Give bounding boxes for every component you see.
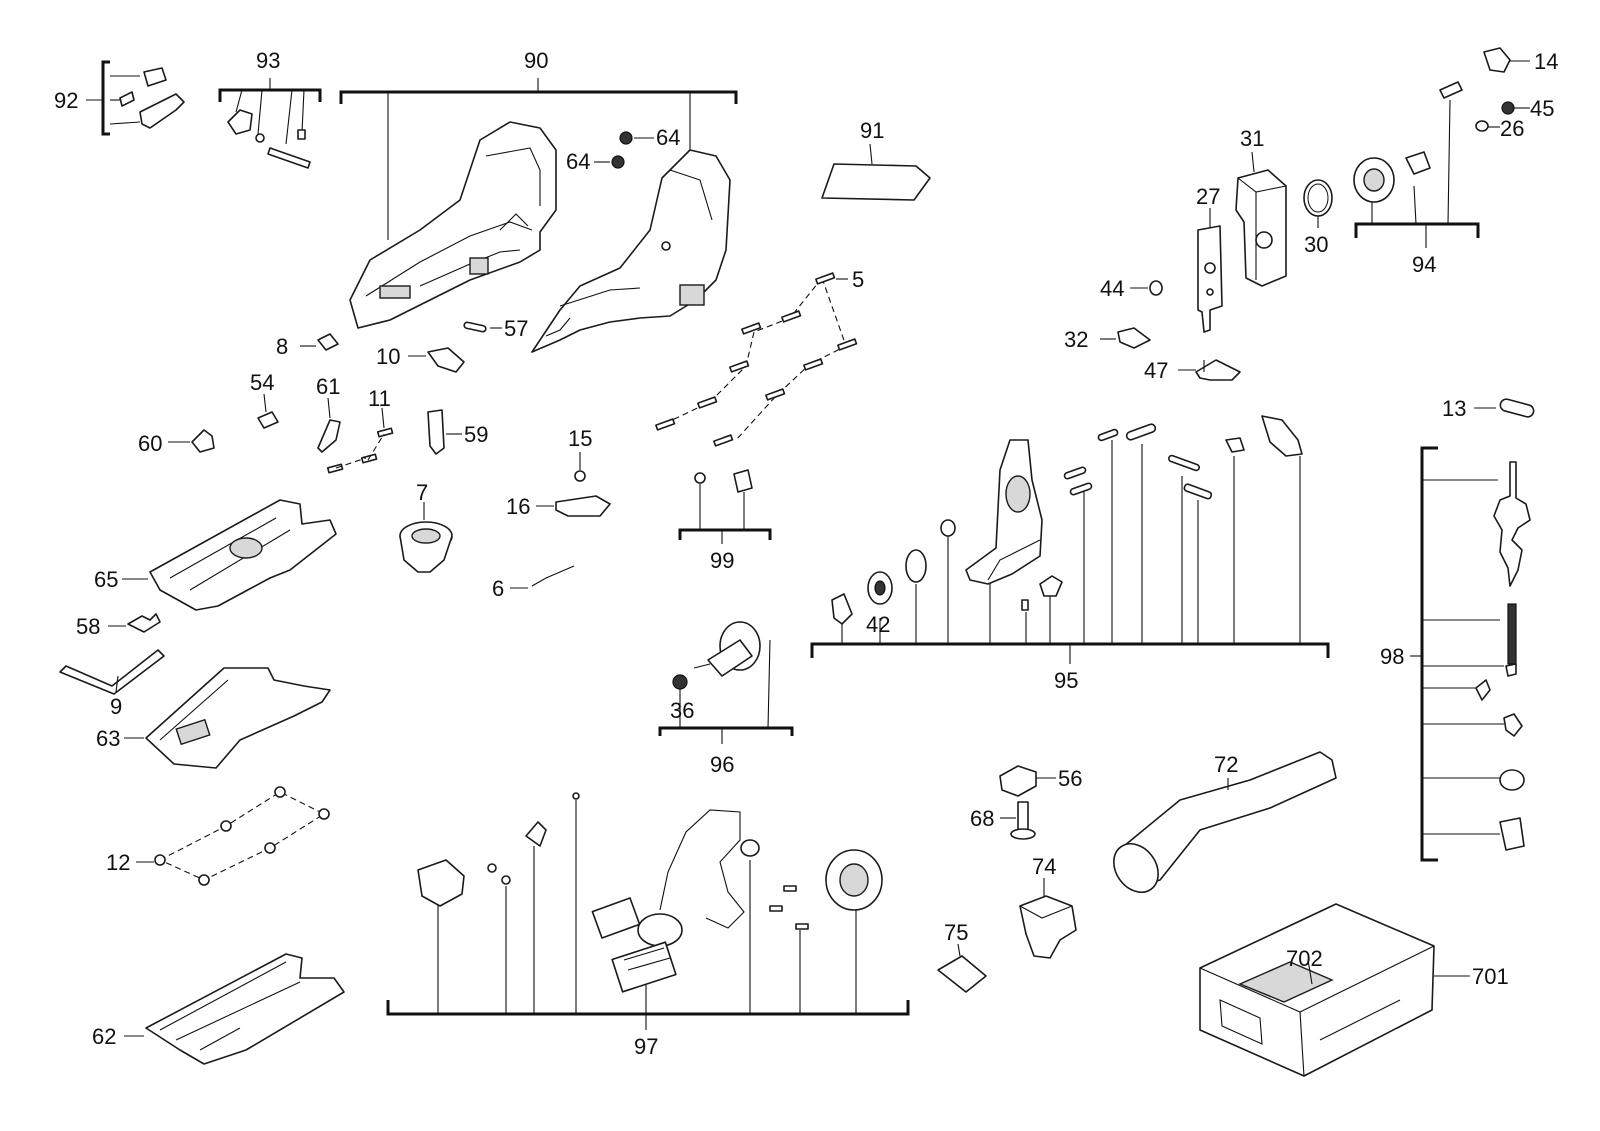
- gasket-30: [1303, 179, 1333, 228]
- plunger-assembly-icon: [1410, 446, 1531, 862]
- callout-90: 90: [524, 48, 548, 73]
- callout-701: 701: [1472, 964, 1509, 989]
- callout-60: 60: [138, 431, 162, 456]
- callout-26: 26: [1500, 116, 1524, 141]
- callout-65: 65: [94, 567, 118, 592]
- screws-5: [655, 272, 858, 447]
- callout-91: 91: [860, 118, 884, 143]
- callout-57: 57: [504, 316, 528, 341]
- callout-32: 32: [1064, 327, 1088, 352]
- guide-block-icon: [1235, 151, 1287, 287]
- part-64-nuts: [594, 131, 654, 169]
- callout-16: 16: [506, 494, 530, 519]
- callout-64-a: 64: [656, 125, 680, 150]
- base-plate-icon: [124, 667, 331, 769]
- part-90-group: [339, 78, 738, 240]
- chip-guard-icon: [1019, 878, 1077, 959]
- pin-57: [463, 321, 502, 333]
- part-56: [999, 765, 1056, 797]
- callout-31: 31: [1240, 126, 1264, 151]
- seal-44: [1130, 280, 1163, 296]
- callout-27: 27: [1196, 184, 1220, 209]
- callout-10: 10: [376, 344, 400, 369]
- part-15: [574, 452, 586, 482]
- gear-housing-icon: [810, 415, 1330, 664]
- callout-68: 68: [970, 806, 994, 831]
- callout-94: 94: [1412, 252, 1436, 277]
- part-61: [317, 397, 341, 453]
- part-60: [168, 429, 215, 453]
- small-parts-icon: [678, 469, 772, 544]
- callout-44: 44: [1100, 276, 1124, 301]
- part-16: [536, 495, 611, 517]
- callout-14: 14: [1534, 49, 1558, 74]
- callout-64-b: 64: [566, 149, 590, 174]
- part-75: [937, 943, 987, 993]
- callout-54: 54: [250, 370, 274, 395]
- screws-11: [326, 407, 394, 474]
- label-plate-icon: [821, 143, 931, 201]
- callout-11: 11: [368, 386, 391, 411]
- part-13: [1474, 398, 1535, 418]
- callout-93: 93: [256, 48, 280, 73]
- part-10: [408, 347, 465, 373]
- callout-97: 97: [634, 1034, 658, 1059]
- callout-56: 56: [1058, 766, 1082, 791]
- part-54: [257, 393, 279, 429]
- callout-58: 58: [76, 614, 100, 639]
- callout-99: 99: [710, 548, 734, 573]
- callout-72: 72: [1214, 752, 1238, 777]
- gear-assembly-icon: [1353, 81, 1480, 248]
- housing-left-half-icon: [349, 121, 557, 329]
- callout-45: 45: [1530, 96, 1554, 121]
- washer-45: [1501, 101, 1530, 115]
- callout-5: 5: [852, 267, 864, 292]
- cap-14: [1483, 47, 1530, 73]
- part-93-group: [218, 78, 322, 169]
- electronics-and-motor-icon: [386, 792, 910, 1030]
- callout-59: 59: [464, 422, 488, 447]
- dust-extraction-tube-icon: [1113, 751, 1337, 893]
- part-68: [1000, 801, 1036, 840]
- plate-icon: [1197, 208, 1223, 333]
- bracket-47: [1178, 359, 1241, 381]
- callout-12: 12: [106, 850, 130, 875]
- part-7: [399, 502, 453, 573]
- callout-96: 96: [710, 752, 734, 777]
- callout-74: 74: [1032, 854, 1056, 879]
- gear-case-icon: [122, 499, 337, 611]
- spring-6: [510, 565, 575, 589]
- callout-6: 6: [492, 576, 504, 601]
- callout-61: 61: [316, 374, 340, 399]
- shoe-icon: [124, 953, 345, 1065]
- callout-75: 75: [944, 920, 968, 945]
- callout-30: 30: [1304, 232, 1328, 257]
- callout-7: 7: [416, 480, 428, 505]
- callout-702: 702: [1286, 946, 1323, 971]
- carry-case-icon: [1199, 903, 1470, 1077]
- callout-9: 9: [110, 694, 122, 719]
- callout-47: 47: [1144, 358, 1168, 383]
- pad-32: [1100, 327, 1151, 349]
- screws-12: [136, 786, 330, 886]
- callout-92: 92: [54, 88, 78, 113]
- clip-8: [300, 333, 339, 351]
- callout-98: 98: [1380, 644, 1404, 669]
- callout-36: 36: [670, 698, 694, 723]
- callout-15: 15: [568, 426, 592, 451]
- callout-95: 95: [1054, 668, 1078, 693]
- callout-63: 63: [96, 726, 120, 751]
- housing-right-half-icon: [531, 149, 731, 353]
- callout-8: 8: [276, 334, 288, 359]
- callout-62: 62: [92, 1024, 116, 1049]
- armature-icon: [658, 621, 794, 744]
- washer-26: [1475, 120, 1500, 132]
- callout-42: 42: [866, 612, 890, 637]
- part-92-group: [86, 60, 185, 136]
- part-58: [108, 613, 161, 633]
- hex-key-icon: [59, 649, 165, 695]
- callout-13: 13: [1442, 396, 1466, 421]
- part-59: [427, 409, 462, 455]
